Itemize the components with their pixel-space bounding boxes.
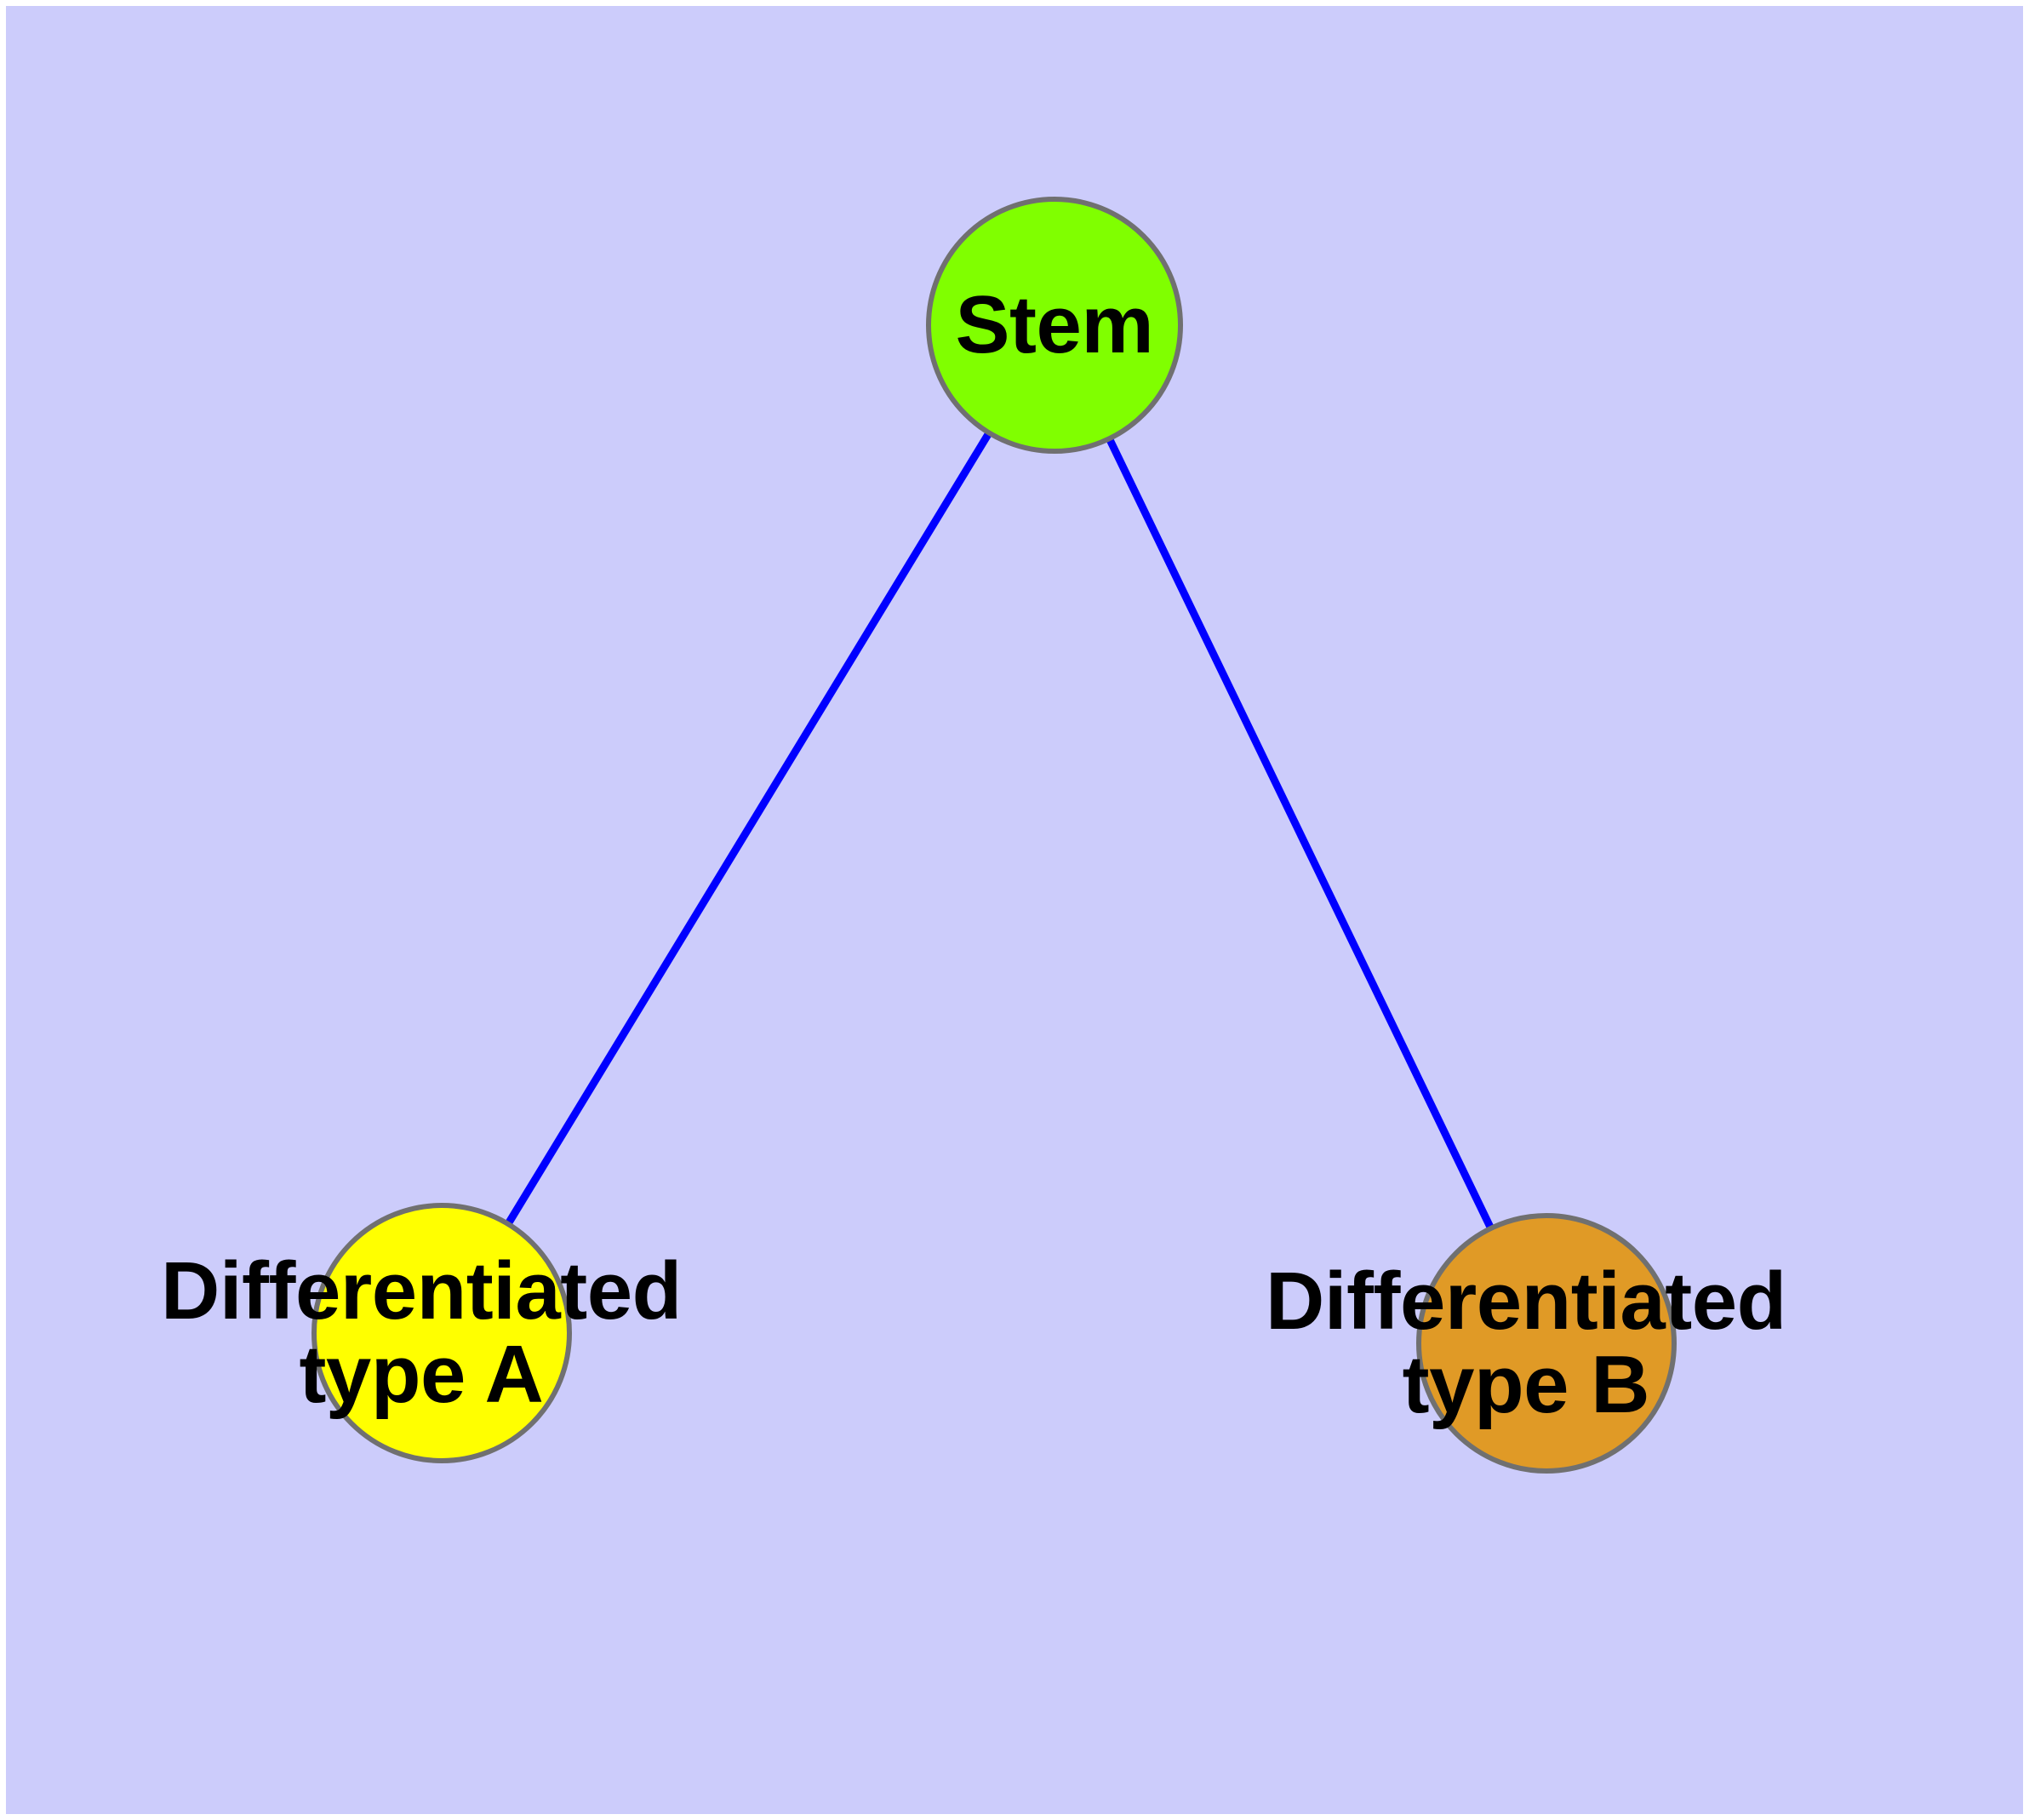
edge-stem-diff-a (505, 431, 992, 1226)
edge-stem-diff-b (1106, 438, 1495, 1230)
node-diff_a[interactable] (311, 1203, 572, 1463)
node-stem[interactable] (926, 197, 1183, 454)
edge-layer (505, 431, 1495, 1230)
node-diff_b[interactable] (1416, 1213, 1677, 1474)
node-layer (311, 197, 1677, 1474)
